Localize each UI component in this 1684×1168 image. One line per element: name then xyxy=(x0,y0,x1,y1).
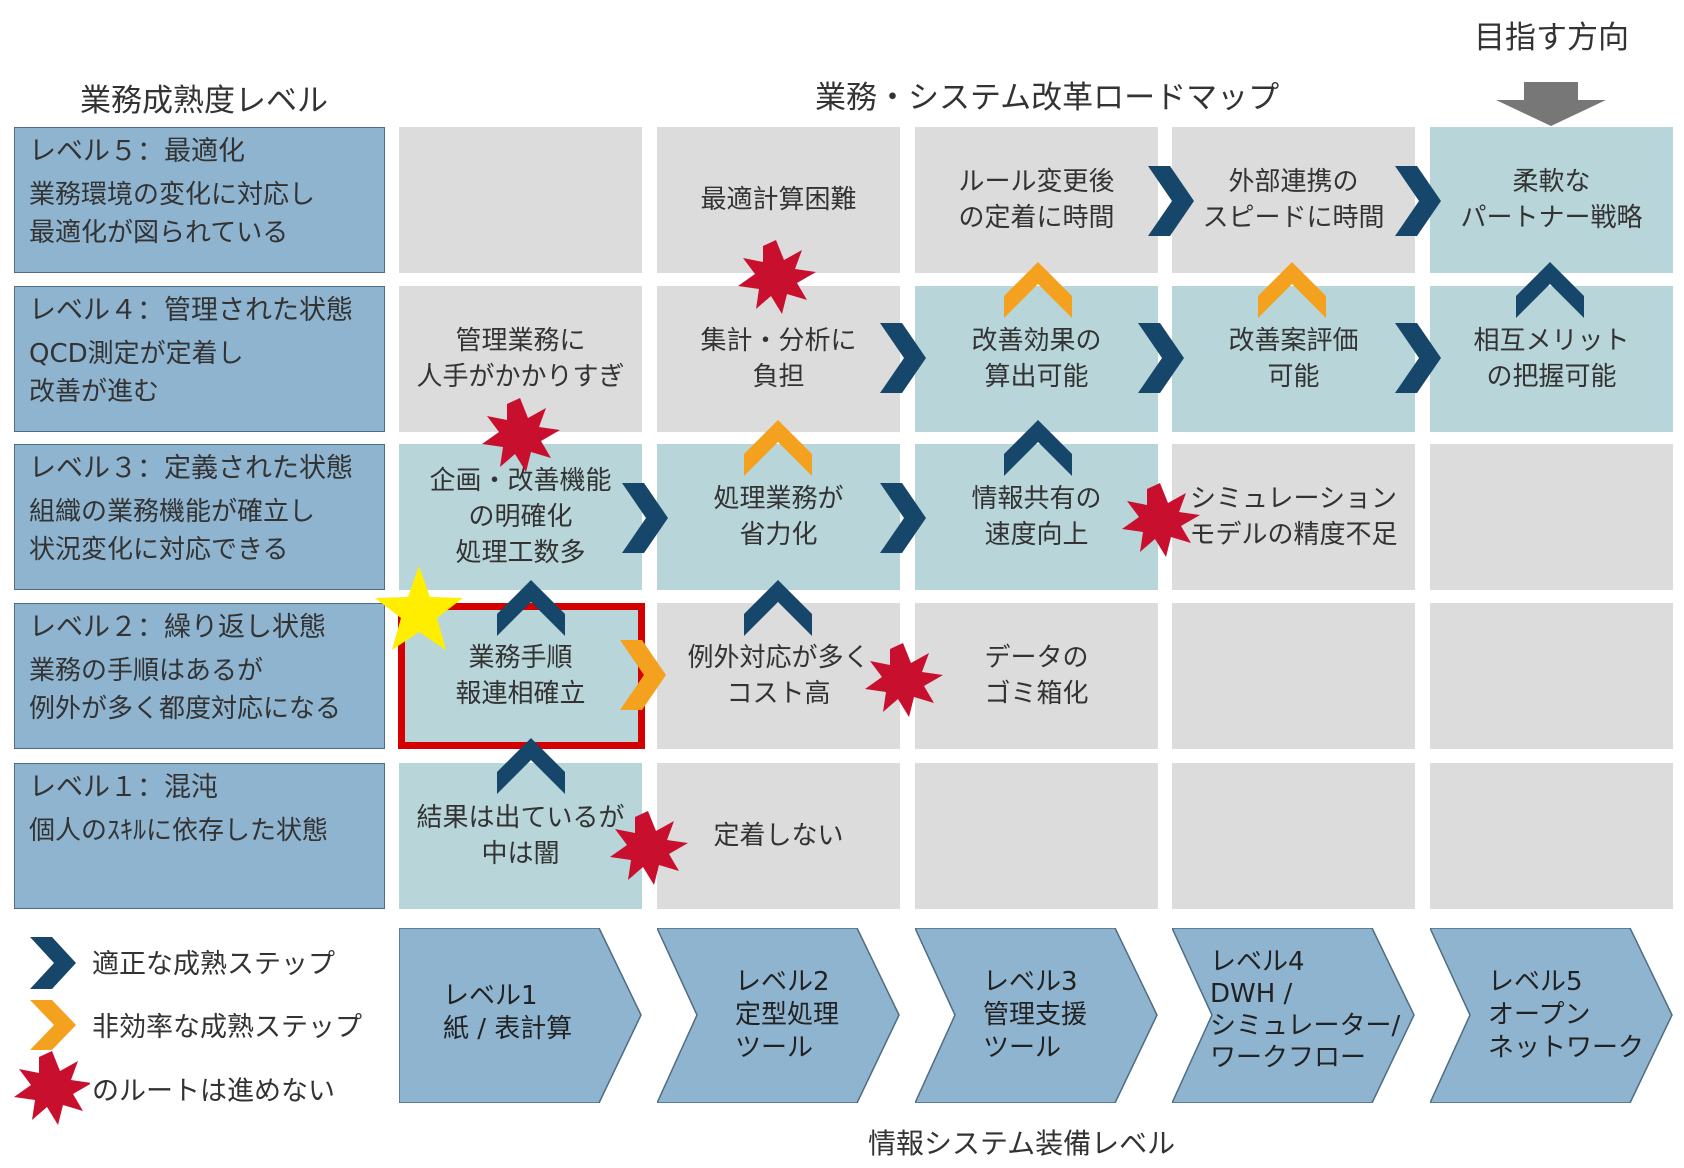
proper-step-arrow-icon xyxy=(1148,166,1194,236)
proper-step-up-arrow-icon xyxy=(497,580,565,636)
blocked-route-star-icon xyxy=(1122,483,1200,557)
grid-cell-r5-c3 xyxy=(915,763,1158,909)
grid-cell-r2-c3: 改善効果の 算出可能 xyxy=(915,286,1158,432)
system-step-1: レベル1 紙 / 表計算 xyxy=(399,928,644,1103)
proper-step-arrow-icon xyxy=(880,483,926,553)
proper-step-up-arrow-icon xyxy=(497,738,565,794)
inefficient-step-arrow-icon xyxy=(620,640,666,710)
system-step-label: レベル4 DWH / シミュレーター/ ワークフロー xyxy=(1210,947,1401,1073)
proper-step-arrow-icon xyxy=(1138,323,1184,393)
grid-cell-r4-c3: データの ゴミ箱化 xyxy=(915,603,1158,749)
level-description: 業務環境の変化に対応し 最適化が図られている xyxy=(29,180,316,248)
maturity-level-5: レベル５：最適化 業務環境の変化に対応し 最適化が図られている xyxy=(14,127,385,273)
current-position-star-icon xyxy=(375,566,463,650)
maturity-level-title: 業務成熟度レベル xyxy=(80,83,328,119)
system-step-4: レベル4 DWH / シミュレーター/ ワークフロー xyxy=(1172,928,1417,1103)
grid-cell-r4-c2: 例外対応が多く コスト高 xyxy=(657,603,900,749)
system-step-2: レベル2 定型処理 ツール xyxy=(657,928,902,1103)
blocked-route-star-icon xyxy=(738,240,816,314)
system-step-label: レベル2 定型処理 ツール xyxy=(735,967,840,1063)
proper-step-up-arrow-icon xyxy=(1004,420,1072,476)
system-step-label: レベル5 オープン ネットワーク xyxy=(1488,967,1645,1063)
proper-step-arrow-icon xyxy=(880,323,926,393)
proper-step-up-arrow-icon xyxy=(1516,262,1584,318)
proper-step-up-arrow-icon xyxy=(744,580,812,636)
grid-cell-r1-c1 xyxy=(399,127,642,273)
legend-blocked-label: のルートは進めない xyxy=(92,1076,335,1107)
grid-cell-r3-c4: シミュレーション モデルの精度不足 xyxy=(1172,444,1415,590)
proper-step-arrow-icon xyxy=(1395,323,1441,393)
level-title: レベル４：管理された状態 xyxy=(29,295,353,326)
proper-step-arrow-icon xyxy=(622,483,668,553)
level-description: 組織の業務機能が確立し 状況変化に対応できる xyxy=(29,497,316,565)
direction-down-arrow-icon xyxy=(1496,82,1606,126)
proper-step-arrow-icon xyxy=(1395,166,1441,236)
maturity-level-3: レベル３：定義された状態 組織の業務機能が確立し 状況変化に対応できる xyxy=(14,444,385,590)
legend-blocked-star-icon xyxy=(14,1051,90,1125)
blocked-route-star-icon xyxy=(865,643,943,717)
grid-cell-r1-c5: 柔軟な パートナー戦略 xyxy=(1430,127,1673,273)
level-title: レベル１：混沌 xyxy=(29,772,218,803)
grid-cell-r1-c4: 外部連携の スピードに時間 xyxy=(1172,127,1415,273)
grid-cell-r4-c1: 業務手順 報連相確立 xyxy=(399,603,642,749)
system-level-label: 情報システム装備レベル xyxy=(868,1127,1176,1160)
level-title: レベル３：定義された状態 xyxy=(29,453,353,484)
grid-cell-r3-c5 xyxy=(1430,444,1673,590)
level-title: レベル２：繰り返し状態 xyxy=(29,612,326,643)
grid-cell-r5-c4 xyxy=(1172,763,1415,909)
system-step-3: レベル3 管理支援 ツール xyxy=(915,928,1160,1103)
grid-cell-r4-c4 xyxy=(1172,603,1415,749)
grid-cell-r5-c5 xyxy=(1430,763,1673,909)
inefficient-step-up-arrow-icon xyxy=(744,420,812,476)
blocked-route-star-icon xyxy=(610,811,688,885)
grid-cell-r4-c5 xyxy=(1430,603,1673,749)
maturity-level-4: レベル４：管理された状態 QCD測定が定着し 改善が進む xyxy=(14,286,385,432)
level-description: 業務の手順はあるが 例外が多く都度対応になる xyxy=(29,656,342,724)
legend-proper-arrow-icon xyxy=(30,937,76,989)
blocked-route-star-icon xyxy=(482,398,560,472)
level-description: 個人のｽｷﾙに依存した状態 xyxy=(29,816,329,846)
grid-cell-r2-c4: 改善案評価 可能 xyxy=(1172,286,1415,432)
legend-inefficient-label: 非効率な成熟ステップ xyxy=(92,1012,362,1043)
grid-cell-r3-c2: 処理業務が 省力化 xyxy=(657,444,900,590)
maturity-level-2: レベル２：繰り返し状態 業務の手順はあるが 例外が多く都度対応になる xyxy=(14,603,385,749)
system-step-label: レベル1 紙 / 表計算 xyxy=(443,981,573,1044)
system-step-5: レベル5 オープン ネットワーク xyxy=(1430,928,1675,1103)
level-description: QCD測定が定着し 改善が進む xyxy=(29,339,244,407)
grid-cell-r3-c3: 情報共有の 速度向上 xyxy=(915,444,1158,590)
grid-cell-r5-c2: 定着しない xyxy=(657,763,900,909)
roadmap-title: 業務・システム改革ロードマップ xyxy=(815,80,1280,116)
direction-label: 目指す方向 xyxy=(1474,20,1629,56)
grid-cell-r3-c1: 企画・改善機能 の明確化 処理工数多 xyxy=(399,444,642,590)
legend-inefficient-arrow-icon xyxy=(30,1000,76,1050)
inefficient-step-up-arrow-icon xyxy=(1004,262,1072,318)
level-title: レベル５：最適化 xyxy=(29,136,245,167)
maturity-level-1: レベル１：混沌 個人のｽｷﾙに依存した状態 xyxy=(14,763,385,909)
grid-cell-r2-c2: 集計・分析に 負担 xyxy=(657,286,900,432)
legend-proper-label: 適正な成熟ステップ xyxy=(92,949,335,980)
inefficient-step-up-arrow-icon xyxy=(1258,262,1326,318)
grid-cell-r5-c1: 結果は出ているが 中は闇 xyxy=(399,763,642,909)
grid-cell-r1-c3: ルール変更後 の定着に時間 xyxy=(915,127,1158,273)
grid-cell-r2-c5: 相互メリット の把握可能 xyxy=(1430,286,1673,432)
system-step-label: レベル3 管理支援 ツール xyxy=(983,967,1088,1063)
